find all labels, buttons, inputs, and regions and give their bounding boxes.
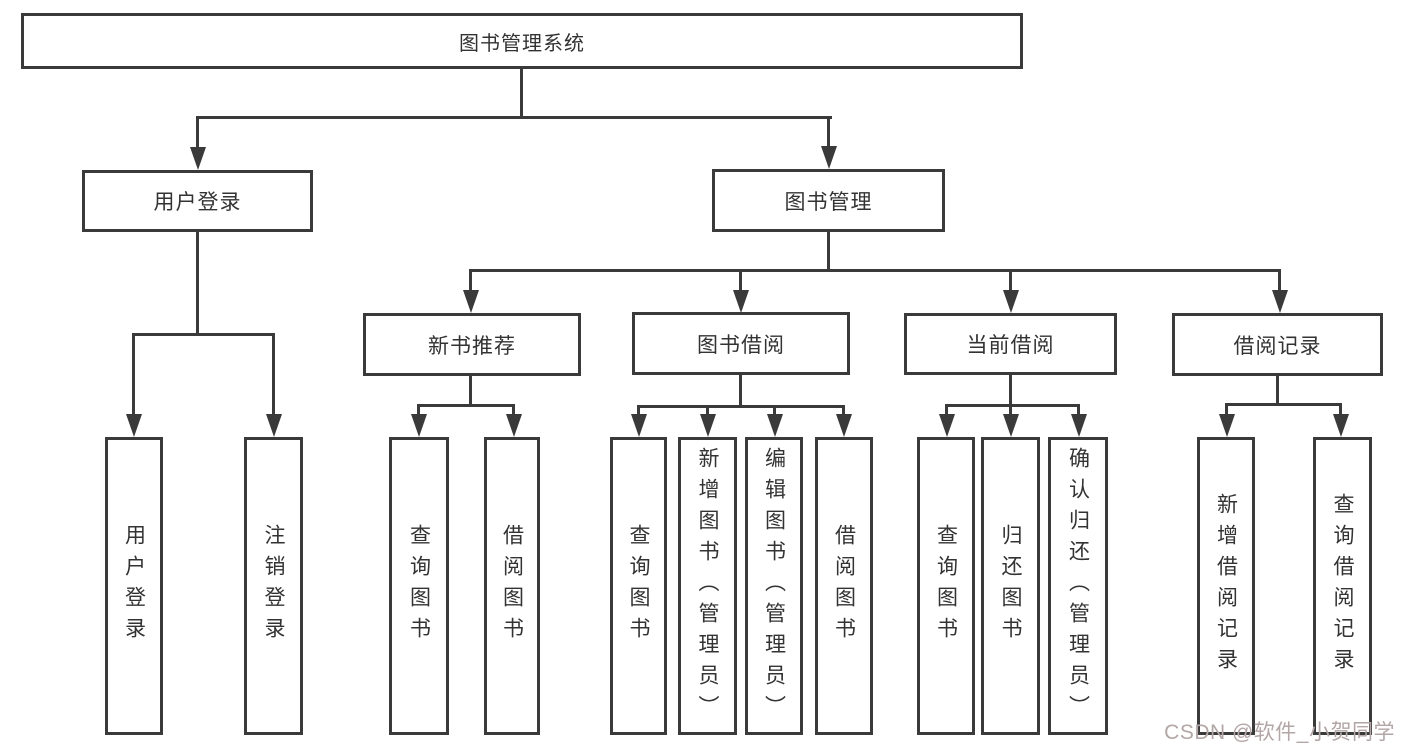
leaf-return-book-label: 归还图书 xyxy=(999,524,1022,648)
leaf-edit-book-admin: 编辑图书（管理员） xyxy=(745,437,803,735)
connector-root-stem xyxy=(520,69,523,119)
leaf-query-book-1-label: 查询图书 xyxy=(407,524,431,648)
leaf-borrow-book-1-label: 借阅图书 xyxy=(500,524,524,648)
connector-to-leaf-query-record xyxy=(1339,403,1342,416)
node-user-login-label: 用户登录 xyxy=(153,191,242,214)
connector-borrow-records-rail xyxy=(1225,403,1341,406)
node-user-login: 用户登录 xyxy=(82,170,313,232)
node-root: 图书管理系统 xyxy=(21,13,1023,69)
arrowhead-leaf-logout xyxy=(266,414,282,437)
connector-to-leaf-user-login xyxy=(132,333,135,415)
connector-to-book-borrow xyxy=(739,269,742,293)
csdn-watermark: CSDN @软件_小贺同学 xyxy=(1164,721,1395,744)
connector-book-mgmt-stem xyxy=(827,232,830,272)
connector-current-borrow-stem xyxy=(1009,375,1012,407)
node-book-borrow-label: 图书借阅 xyxy=(697,333,785,357)
node-current-borrow: 当前借阅 xyxy=(904,313,1117,375)
node-book-management: 图书管理 xyxy=(712,169,945,232)
connector-to-leaf-confirm-return xyxy=(1077,404,1080,416)
arrowhead-user-login xyxy=(190,147,206,170)
arrowhead-leaf-add-record xyxy=(1219,414,1235,437)
connector-user-login-rail xyxy=(132,333,275,336)
arrowhead-leaf-query-book-3 xyxy=(939,414,955,437)
node-current-borrow-label: 当前借阅 xyxy=(966,334,1055,357)
connector-to-current-borrow xyxy=(1009,269,1012,293)
leaf-confirm-return-admin: 确认归还（管理员） xyxy=(1048,437,1108,735)
leaf-add-book-label: 新增图书（管理员） xyxy=(696,446,719,726)
leaf-add-record-label: 新增借阅记录 xyxy=(1214,493,1238,679)
leaf-borrow-book-under-recommend: 借阅图书 xyxy=(484,437,540,735)
connector-to-leaf-query-book-3 xyxy=(945,404,948,416)
node-root-label: 图书管理系统 xyxy=(459,32,585,55)
arrowhead-leaf-edit-book xyxy=(767,414,783,437)
arrowhead-current-borrow xyxy=(1003,290,1019,313)
arrowhead-book-mgmt xyxy=(821,146,837,169)
arrowhead-leaf-return-book xyxy=(1003,414,1019,437)
connector-current-borrow-rail xyxy=(945,404,1080,407)
connector-root-to-user-login xyxy=(196,116,199,149)
arrowhead-borrow-records xyxy=(1272,290,1288,313)
leaf-query-book-3-label: 查询图书 xyxy=(934,524,958,648)
arrowhead-leaf-query-record xyxy=(1333,414,1349,437)
arrowhead-leaf-add-book xyxy=(700,414,716,437)
node-book-borrow: 图书借阅 xyxy=(632,312,850,375)
arrowhead-leaf-borrow-book-1 xyxy=(506,414,522,437)
leaf-query-book-under-current: 查询图书 xyxy=(917,437,975,735)
connector-to-leaf-query-book-2 xyxy=(637,405,640,416)
connector-borrow-records-stem xyxy=(1276,376,1279,406)
connector-to-leaf-return-book xyxy=(1009,404,1012,416)
leaf-query-book-under-borrow: 查询图书 xyxy=(610,437,667,735)
connector-root-rail xyxy=(196,116,832,119)
connector-to-new-book-rec xyxy=(469,269,472,293)
arrowhead-leaf-confirm-return xyxy=(1071,414,1087,437)
leaf-confirm-return-label: 确认归还（管理员） xyxy=(1066,446,1090,726)
node-borrow-records-label: 借阅记录 xyxy=(1233,334,1322,358)
connector-book-mgmt-rail xyxy=(469,269,1281,272)
leaf-edit-book-label: 编辑图书（管理员） xyxy=(762,446,786,726)
arrowhead-leaf-query-book-2 xyxy=(631,414,647,437)
connector-user-login-stem xyxy=(196,232,199,335)
leaf-return-book: 归还图书 xyxy=(981,437,1040,735)
leaf-query-book-2-label: 查询图书 xyxy=(627,524,650,648)
connector-to-leaf-add-record xyxy=(1225,403,1228,416)
leaf-query-book-under-recommend: 查询图书 xyxy=(389,437,449,735)
connector-new-book-rec-stem xyxy=(469,376,472,407)
arrowhead-book-borrow xyxy=(733,290,749,313)
leaf-logout: 注销登录 xyxy=(244,437,303,735)
leaf-borrow-book-under-borrow: 借阅图书 xyxy=(815,437,873,735)
connector-root-to-book-mgmt xyxy=(827,116,830,148)
node-book-management-label: 图书管理 xyxy=(784,190,873,214)
connector-book-borrow-rail xyxy=(637,405,844,408)
leaf-logout-label: 注销登录 xyxy=(262,524,285,648)
connector-to-leaf-edit-book xyxy=(773,405,776,416)
connector-new-book-rec-rail xyxy=(417,404,515,407)
arrowhead-new-book-rec xyxy=(463,290,479,313)
leaf-user-login-label: 用户登录 xyxy=(122,524,146,648)
node-borrow-records: 借阅记录 xyxy=(1172,313,1383,376)
leaf-query-borrow-record: 查询借阅记录 xyxy=(1313,437,1372,735)
leaf-query-record-label: 查询借阅记录 xyxy=(1331,493,1354,679)
arrowhead-leaf-borrow-book-2 xyxy=(836,414,852,437)
connector-book-borrow-stem xyxy=(739,375,742,407)
connector-to-leaf-query-book-1 xyxy=(417,404,420,416)
leaf-user-login: 用户登录 xyxy=(105,437,163,735)
leaf-add-borrow-record: 新增借阅记录 xyxy=(1197,437,1255,735)
leaf-add-book-admin: 新增图书（管理员） xyxy=(678,437,737,735)
connector-to-leaf-logout xyxy=(272,333,275,415)
arrowhead-leaf-user-login xyxy=(126,414,142,437)
connector-to-leaf-borrow-book-2 xyxy=(842,405,845,416)
node-new-book-recommend: 新书推荐 xyxy=(363,313,581,376)
connector-to-borrow-records xyxy=(1278,269,1281,293)
node-new-book-recommend-label: 新书推荐 xyxy=(428,334,516,358)
connector-to-leaf-add-book xyxy=(706,405,709,416)
arrowhead-leaf-query-book-1 xyxy=(411,414,427,437)
leaf-borrow-book-2-label: 借阅图书 xyxy=(832,524,856,648)
connector-to-leaf-borrow-book-1 xyxy=(512,404,515,416)
